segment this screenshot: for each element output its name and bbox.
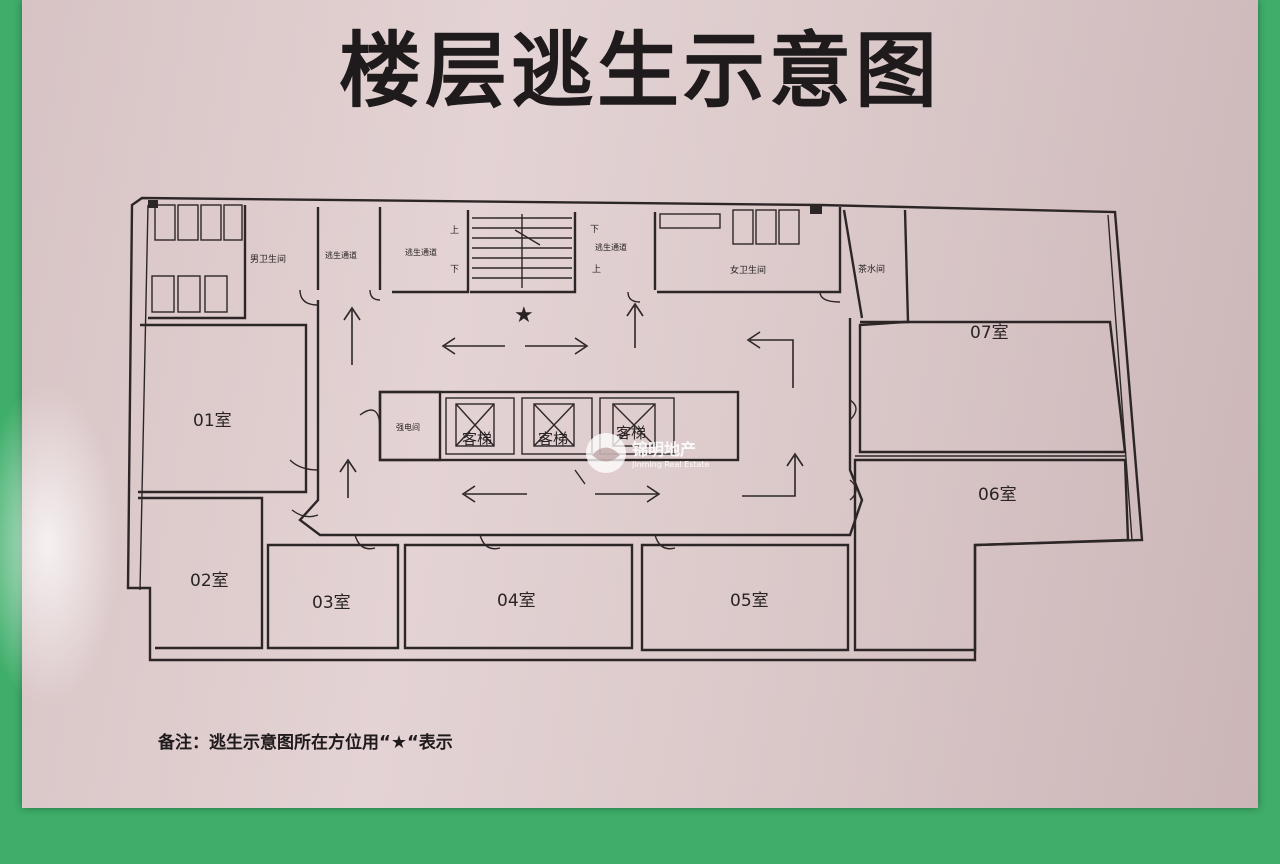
note-prefix: 备注：逃生示意图所在方位用 <box>158 733 379 753</box>
escape-passage-mid-label: 逃生通道 <box>405 247 437 257</box>
escape-passage-left-label: 逃生通道 <box>325 250 357 260</box>
room-01-label: 01室 <box>193 411 232 431</box>
you-are-here-star: ★ <box>514 303 534 328</box>
elevator-2-label: 客梯 <box>538 430 568 448</box>
corridor-outline <box>298 300 864 537</box>
room-04-label: 04室 <box>497 591 536 611</box>
stair-down-label-2: 下 <box>590 225 599 235</box>
room-06-label: 06室 <box>978 485 1017 505</box>
brand-watermark: 锦明地产 Jinming Real Estate <box>586 433 710 473</box>
evacuation-arrows <box>339 302 804 503</box>
mens-toilet-label: 男卫生间 <box>250 253 286 265</box>
mens-toilet-fixtures <box>148 200 243 313</box>
stair-down-label-1: 下 <box>450 265 459 275</box>
room-02-label: 02室 <box>190 571 229 591</box>
watermark-cn: 锦明地产 <box>632 440 696 459</box>
womens-toilet-fixtures <box>659 204 822 245</box>
tea-room-label: 茶水间 <box>858 263 885 275</box>
legend-note: 备注：逃生示意图所在方位用“★“表示 <box>158 728 453 753</box>
note-suffix: 表示 <box>418 733 453 753</box>
escape-passage-right-label: 逃生通道 <box>595 242 627 252</box>
room-07-label: 07室 <box>970 323 1009 343</box>
elevator-1-label: 客梯 <box>462 430 492 448</box>
staircase <box>472 214 572 288</box>
page-title: 楼层逃生示意图 <box>338 23 941 119</box>
electric-room-label: 强电间 <box>396 422 420 432</box>
womens-toilet-label: 女卫生间 <box>730 264 766 276</box>
core-block <box>359 390 740 462</box>
elevator-3-label: 客梯 <box>616 424 646 442</box>
stair-up-label-2: 上 <box>592 264 601 275</box>
stair-up-label-1: 上 <box>450 225 459 236</box>
room-05-label: 05室 <box>730 591 769 611</box>
building-outline <box>126 196 1144 662</box>
watermark-en: Jinming Real Estate <box>631 460 710 469</box>
room-03-label: 03室 <box>312 593 351 613</box>
note-star-symbol: “★“ <box>379 732 419 753</box>
